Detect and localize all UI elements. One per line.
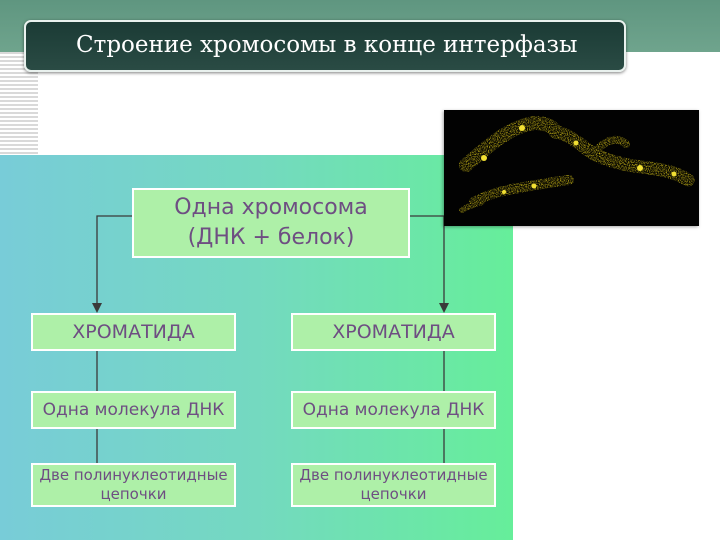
chromatid-box-right: ХРОМАТИДА bbox=[291, 313, 496, 351]
chains-label-left-line1: Две полинуклеотидные bbox=[39, 466, 228, 484]
polynucleotide-chains-box-right: Две полинуклеотидные цепочки bbox=[291, 463, 496, 507]
slide-title: Строение хромосомы в конце интерфазы bbox=[76, 32, 578, 58]
arrowhead-left bbox=[92, 303, 102, 313]
chromosome-box: Одна хромосома (ДНК + белок) bbox=[132, 188, 410, 258]
dna-molecule-label-left: Одна молекула ДНК bbox=[42, 400, 225, 420]
dna-molecule-box-left: Одна молекула ДНК bbox=[31, 391, 236, 429]
chromatid-box-left: ХРОМАТИДА bbox=[31, 313, 236, 351]
chromosome-micrograph-icon bbox=[444, 110, 699, 226]
chromosome-label: Одна хромосома bbox=[174, 195, 368, 220]
dna-molecule-label-right: Одна молекула ДНК bbox=[302, 400, 485, 420]
title-bar: Строение хромосомы в конце интерфазы bbox=[24, 20, 626, 72]
chains-label-right-line2: цепочки bbox=[360, 485, 427, 503]
chromosome-composition-label: (ДНК + белок) bbox=[187, 225, 355, 250]
chromatid-label-left: ХРОМАТИДА bbox=[72, 321, 195, 343]
connector-root-right bbox=[410, 215, 445, 306]
chains-label-left-line2: цепочки bbox=[100, 485, 167, 503]
chains-label-right-line1: Две полинуклеотидные bbox=[299, 466, 488, 484]
connector-root-left bbox=[96, 215, 132, 306]
chromatid-label-right: ХРОМАТИДА bbox=[332, 321, 455, 343]
arrowhead-right bbox=[439, 303, 449, 313]
polynucleotide-chains-box-left: Две полинуклеотидные цепочки bbox=[31, 463, 236, 507]
dna-molecule-box-right: Одна молекула ДНК bbox=[291, 391, 496, 429]
